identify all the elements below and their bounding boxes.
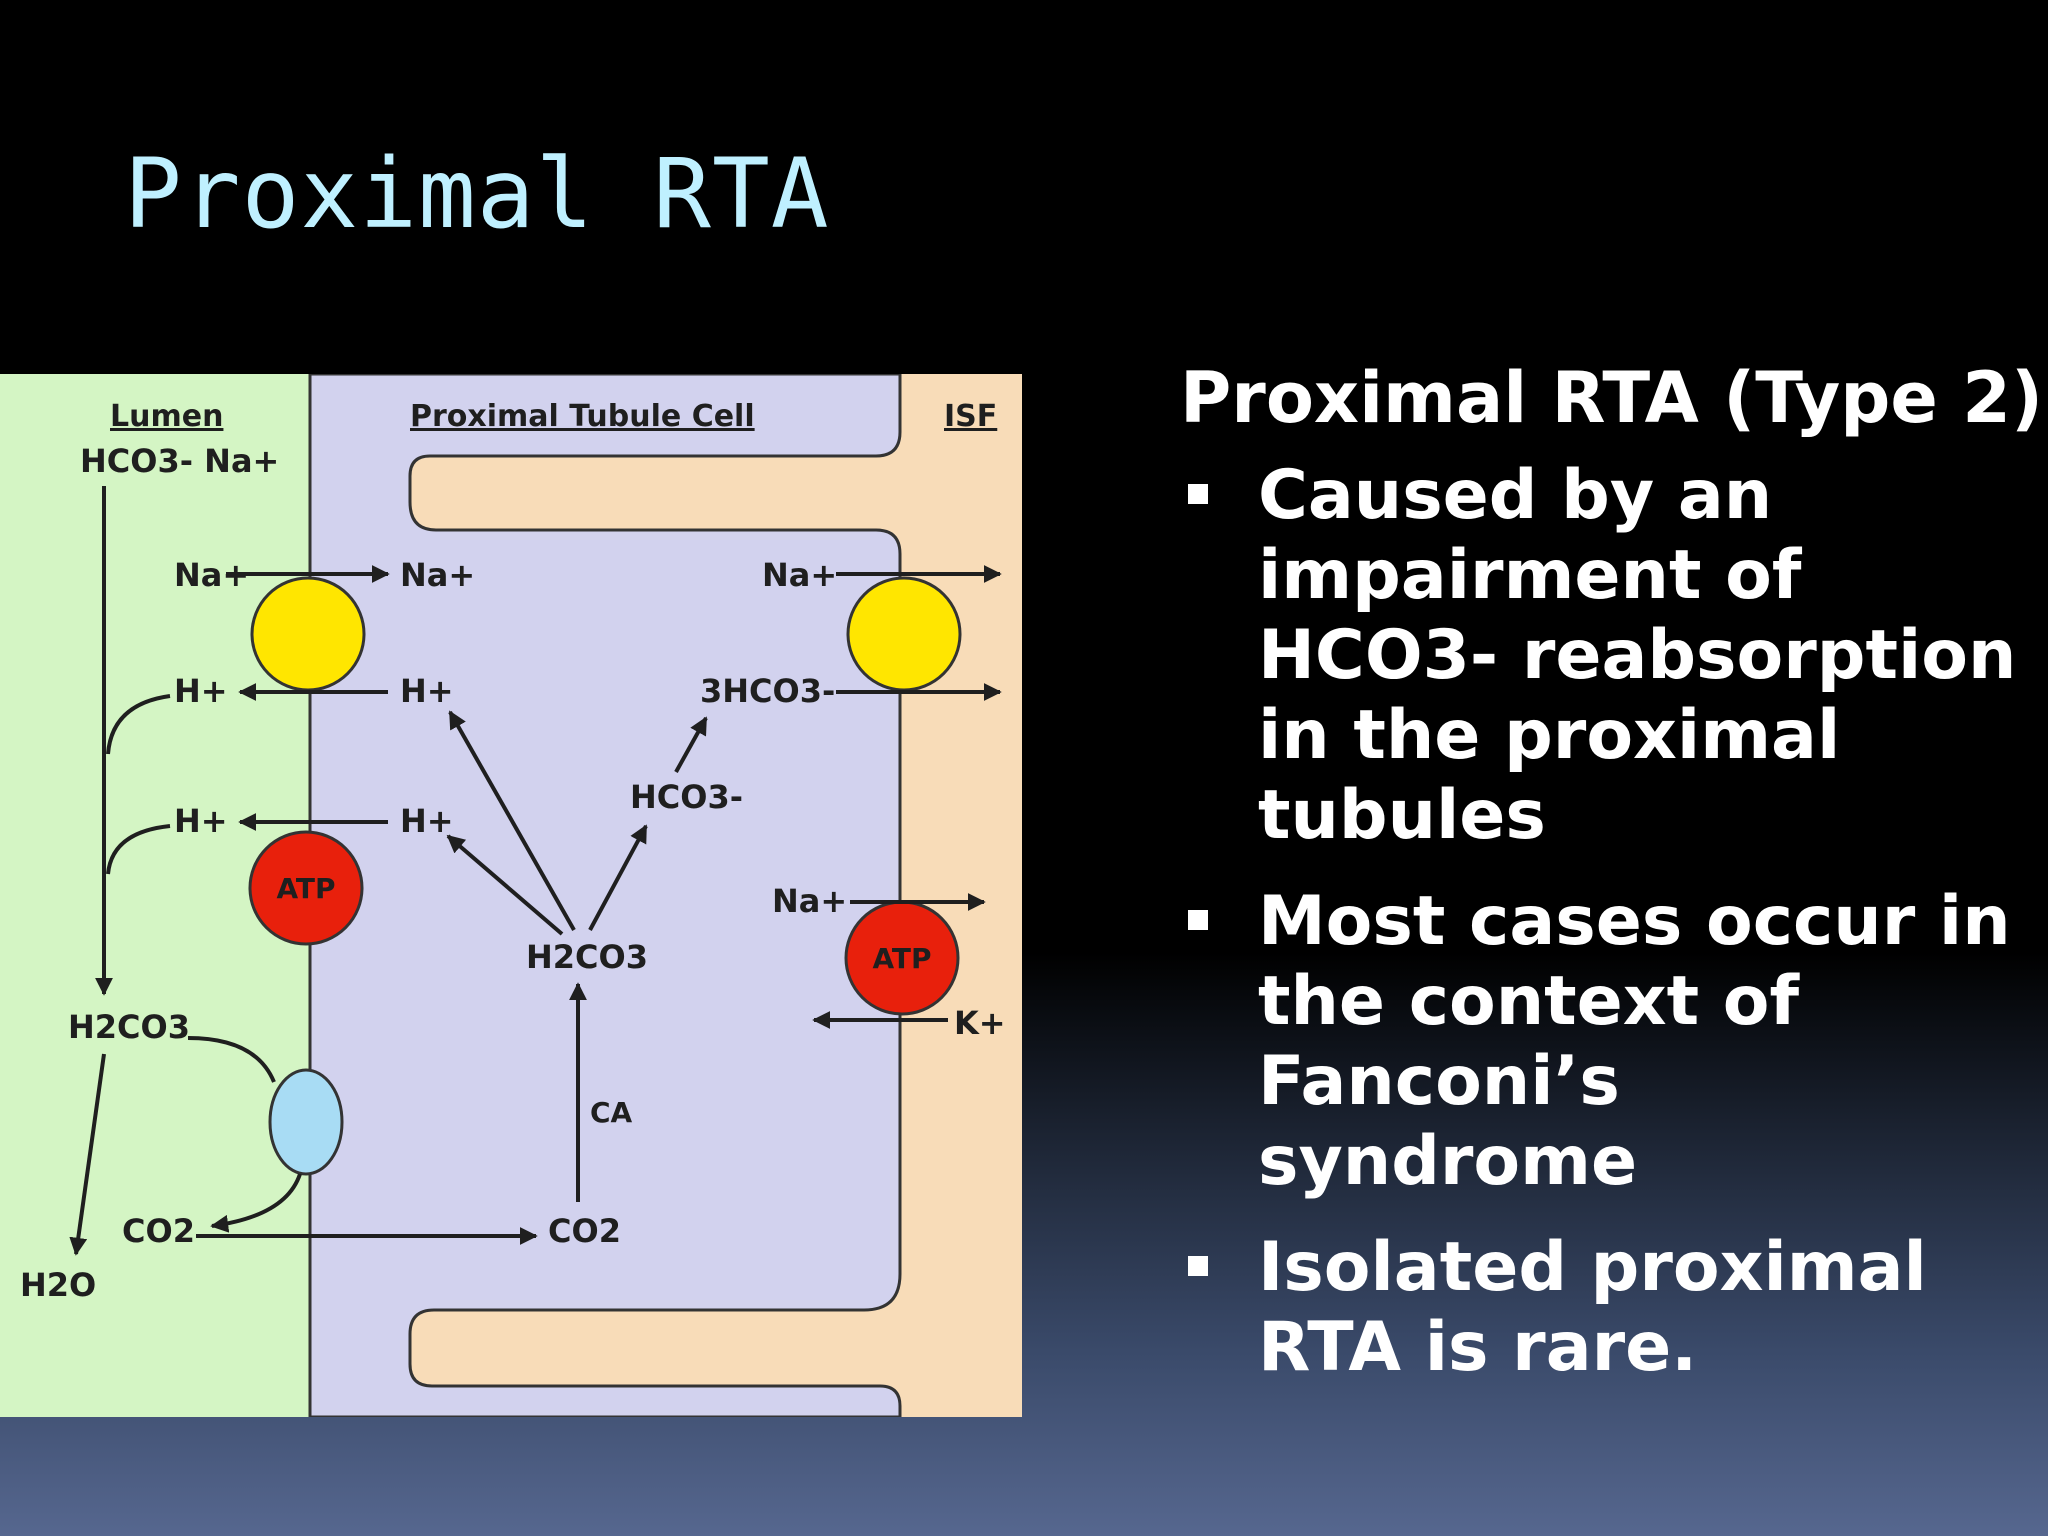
text-panel: Proximal RTA (Type 2) Caused by an impai… [1180, 356, 2043, 1414]
arrow-h2co3-to-transporter [187, 1036, 276, 1083]
h-cell-label-2: H+ [400, 802, 454, 840]
diagram-svg: Lumen Proximal Tubule Cell ISF HCO3- Na+… [0, 374, 1022, 1417]
lumen-heading: Lumen [110, 399, 223, 434]
cell-region [308, 374, 902, 1417]
h-cell-label-1: H+ [400, 672, 454, 710]
h-lumen-label-1: H+ [174, 672, 228, 710]
arrow-h2co3-to-h-upper [448, 710, 576, 931]
square-bullet-icon [1188, 484, 1208, 504]
na-cell-label: Na+ [400, 556, 475, 594]
hco3-3-label: 3HCO3- [700, 672, 835, 710]
co2-lumen-label: CO2 [122, 1212, 195, 1250]
bullet-item: Isolated proximal RTA is rare. [1180, 1228, 2020, 1388]
arrow-h-join-2 [106, 824, 171, 875]
cell-heading: Proximal Tubule Cell [410, 399, 755, 434]
isf-heading: ISF [944, 399, 997, 434]
lumen-top-ions: HCO3- Na+ [80, 442, 279, 480]
bullet-list: Caused by an impairment of HCO3- reabsor… [1180, 456, 2020, 1388]
bullet-item: Most cases occur in the context of Fanco… [1180, 882, 2020, 1202]
atp-right-label: ATP [872, 942, 931, 975]
carbonic-anhydrase-transporter [268, 1068, 344, 1176]
arrow-h-join-1 [106, 694, 171, 755]
arrow-h2co3-to-h-lower [446, 834, 564, 936]
h-atpase [248, 830, 364, 946]
bullet-text: Most cases occur in the context of Fanco… [1258, 882, 2011, 1201]
ca-label: CA [590, 1096, 633, 1129]
bullet-item: Caused by an impairment of HCO3- reabsor… [1180, 456, 2020, 856]
slide-title: Proximal RTA [124, 138, 830, 250]
na-h-exchanger [250, 576, 366, 692]
bullet-text: Caused by an impairment of HCO3- reabsor… [1258, 456, 2017, 855]
na-isf-label-1: Na+ [762, 556, 837, 594]
h2co3-cell-label: H2CO3 [526, 938, 648, 976]
na-hco3-cotransporter [846, 576, 962, 692]
proximal-tubule-diagram: Lumen Proximal Tubule Cell ISF HCO3- Na+… [0, 374, 1022, 1417]
k-isf-label: K+ [954, 1004, 1006, 1042]
h-lumen-label-2: H+ [174, 802, 228, 840]
h2co3-lumen-label: H2CO3 [68, 1008, 190, 1046]
diagram-arrows [69, 486, 1002, 1256]
atp-left-label: ATP [276, 872, 335, 905]
h2o-label: H2O [20, 1266, 96, 1304]
bullet-text: Isolated proximal RTA is rare. [1258, 1228, 1927, 1387]
square-bullet-icon [1188, 910, 1208, 930]
square-bullet-icon [1188, 1256, 1208, 1276]
co2-cell-label: CO2 [548, 1212, 621, 1250]
arrow-transporter-to-co2 [210, 1173, 302, 1233]
hco3-cell-label: HCO3- [630, 778, 743, 816]
arrow-hco3-to-3hco3 [674, 716, 708, 773]
text-heading: Proximal RTA (Type 2) [1180, 357, 2043, 439]
na-isf-label-2: Na+ [772, 882, 847, 920]
arrow-h2co3-to-h2o [69, 1053, 106, 1256]
arrow-h2co3-to-hco3 [588, 824, 648, 931]
